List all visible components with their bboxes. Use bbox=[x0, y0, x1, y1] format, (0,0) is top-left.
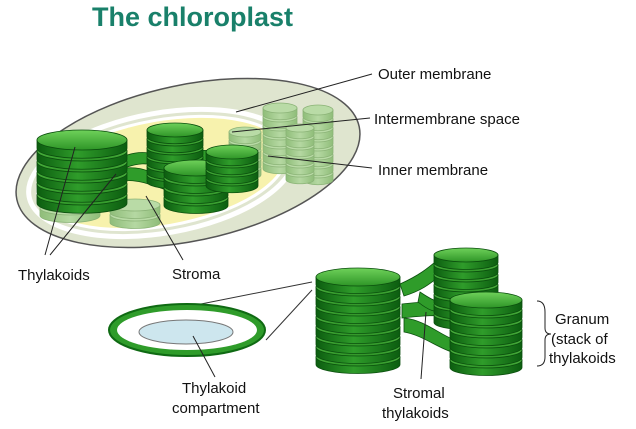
pale-thylakoid-disc bbox=[262, 102, 298, 121]
labels: Outer membrane Intermembrane space Inner… bbox=[18, 66, 616, 422]
stacked-thylakoid-disc bbox=[433, 247, 499, 270]
chloroplast-body bbox=[15, 77, 361, 249]
label-thylakoid-compartment-line1: Thylakoid bbox=[182, 380, 246, 397]
label-thylakoids: Thylakoids bbox=[18, 267, 90, 284]
label-stromal-thylakoids-line1: Stromal bbox=[393, 385, 445, 402]
thylakoid-detail bbox=[108, 247, 523, 376]
label-inner-membrane: Inner membrane bbox=[378, 162, 488, 179]
label-intermembrane-space: Intermembrane space bbox=[374, 111, 520, 128]
pale-thylakoid-disc bbox=[302, 104, 334, 123]
zoom-line bbox=[265, 289, 313, 341]
granum-detail bbox=[315, 247, 523, 376]
label-thylakoid-compartment-line2: compartment bbox=[172, 400, 260, 417]
granum-stack bbox=[449, 291, 523, 376]
label-stroma: Stroma bbox=[172, 266, 221, 283]
leader-lines bbox=[44, 73, 552, 380]
granum-stack bbox=[205, 144, 259, 194]
label-stromal-thylakoids-line2: thylakoids bbox=[382, 405, 449, 422]
stacked-thylakoid-disc bbox=[449, 291, 523, 316]
label-granum-line1: Granum bbox=[555, 311, 609, 328]
stacked-thylakoid-disc bbox=[315, 267, 401, 294]
label-granum-line3: thylakoids bbox=[549, 350, 616, 367]
label-outer-membrane: Outer membrane bbox=[378, 66, 491, 83]
stacked-thylakoid-disc bbox=[36, 129, 128, 159]
stacked-thylakoid-disc bbox=[205, 144, 259, 167]
stacked-thylakoid-disc bbox=[146, 122, 204, 145]
pale-granum-stack bbox=[285, 123, 315, 185]
grana-stacks bbox=[36, 122, 259, 214]
granum-stack bbox=[315, 267, 401, 374]
thylakoid-lumen bbox=[138, 319, 234, 345]
granum-stack bbox=[36, 129, 128, 214]
diagram-title: The chloroplast bbox=[92, 2, 294, 32]
label-granum-line2: (stack of bbox=[551, 331, 609, 348]
zoom-line bbox=[195, 281, 313, 306]
